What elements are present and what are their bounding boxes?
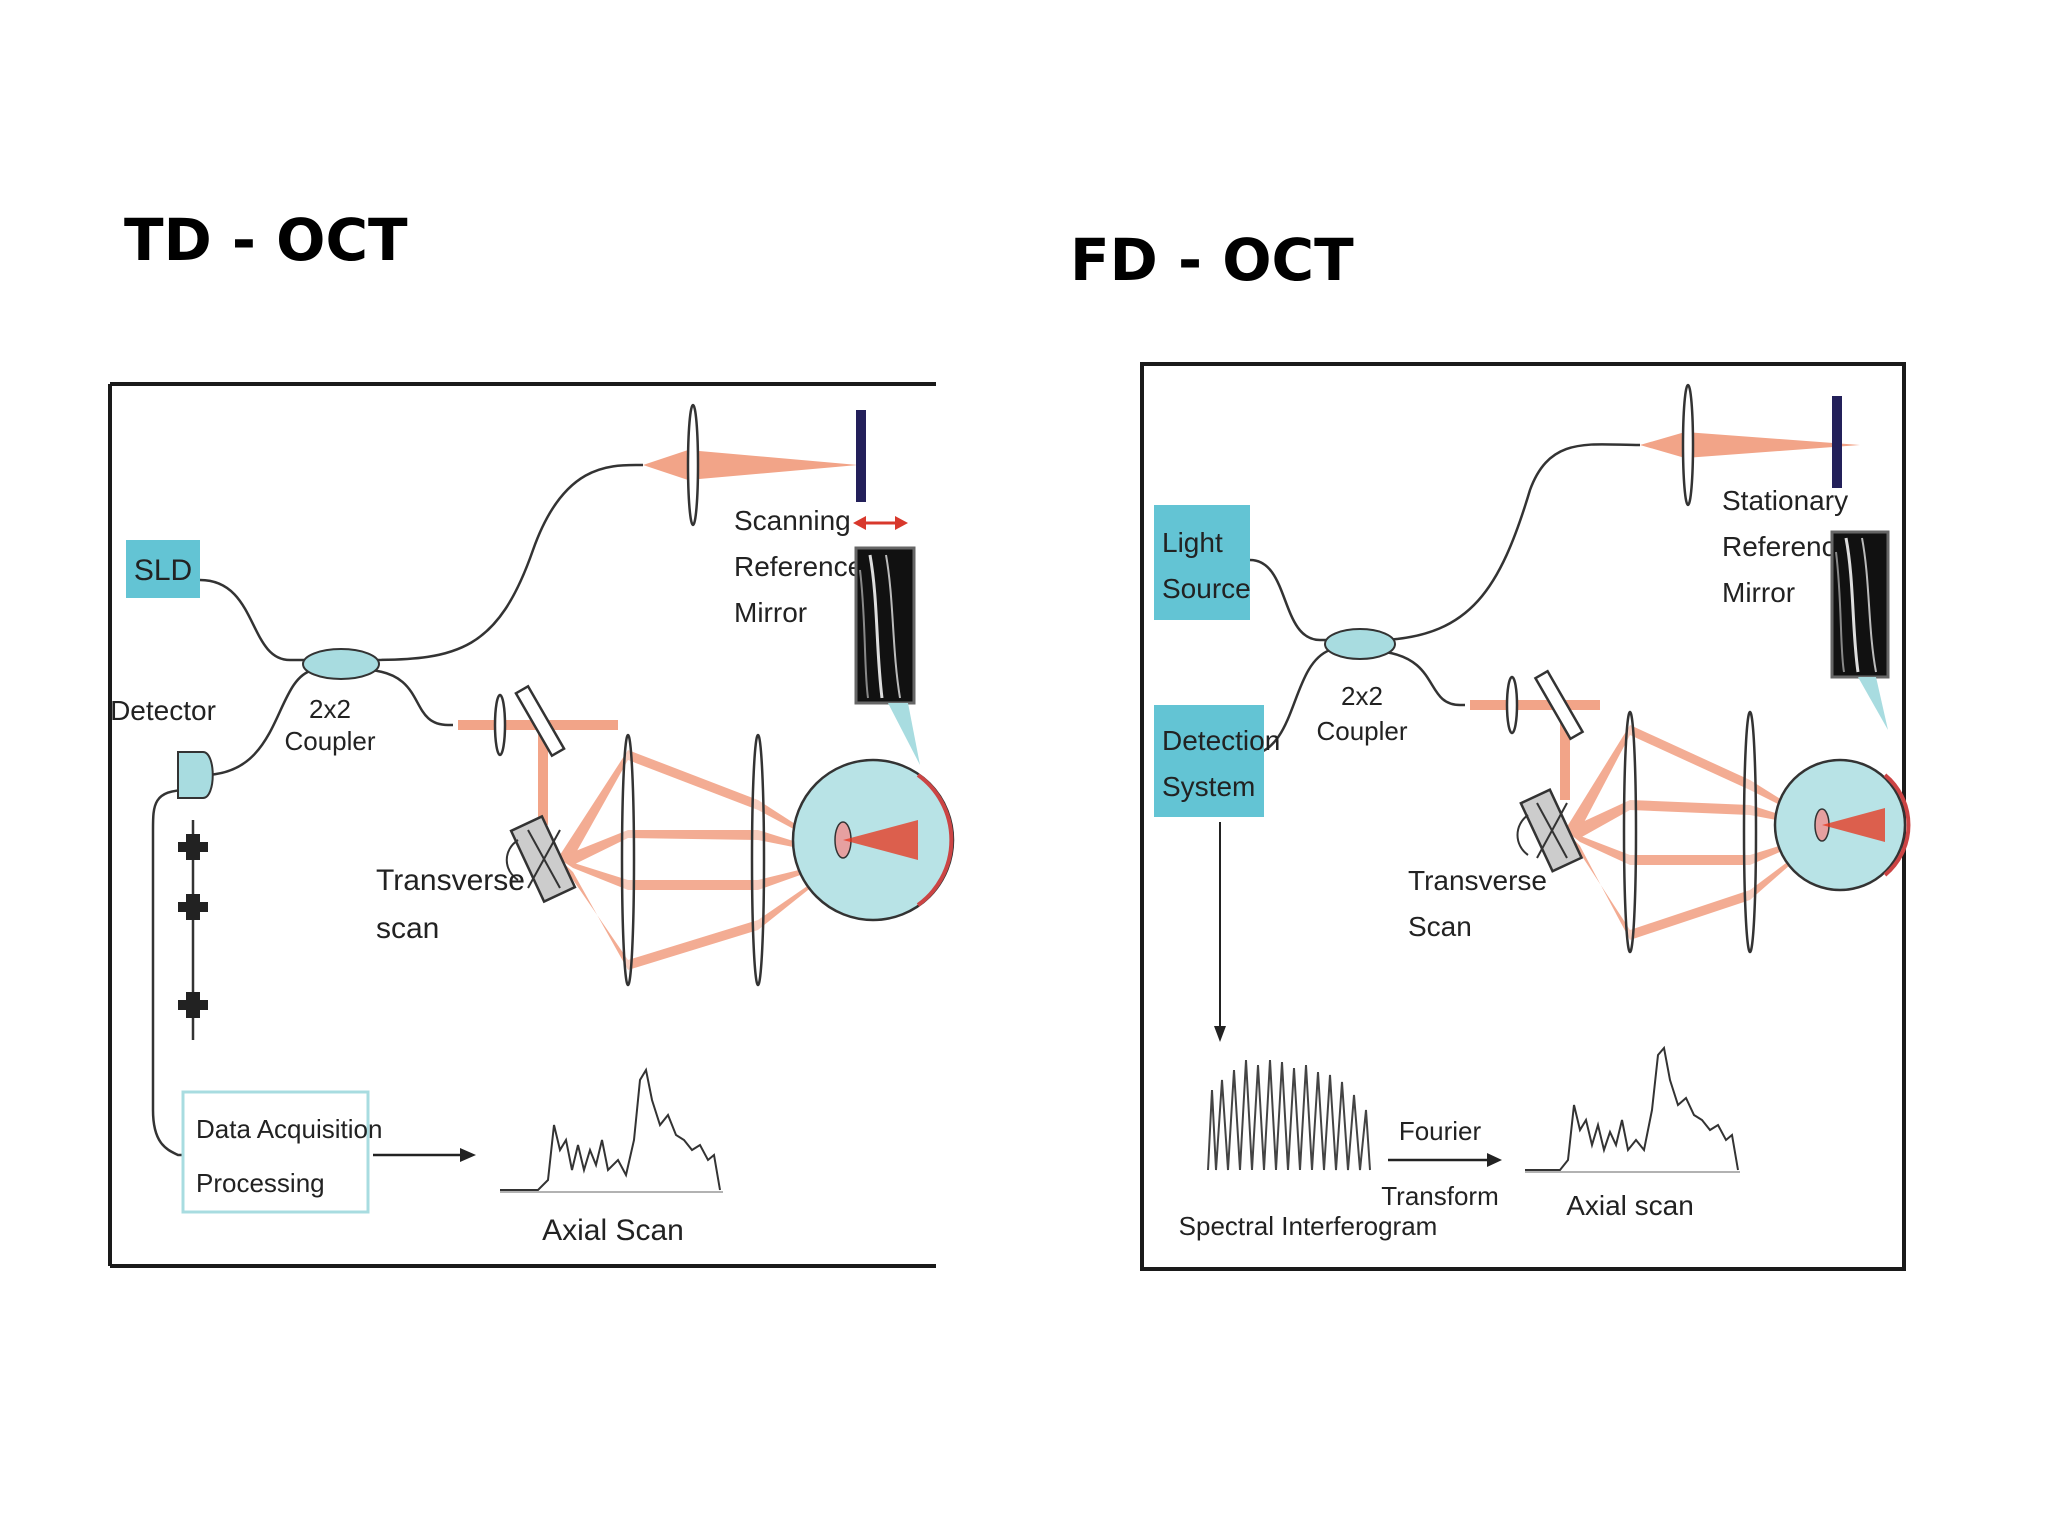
fd-fiber-reference	[1384, 443, 1641, 642]
fd-fiber-source	[1249, 558, 1330, 642]
td-galvo-scanner	[509, 814, 577, 904]
fd-detection-line1: Detection	[1162, 725, 1280, 756]
td-daq-box	[181, 1090, 370, 1214]
td-retina	[916, 773, 954, 907]
fd-coupler	[1324, 628, 1396, 660]
td-vertical-beam	[538, 725, 548, 825]
td-oct-diagram: SLD Detector 2x2 Coupler Scanning Refere…	[108, 382, 955, 1268]
td-coupler-line2: Coupler	[284, 726, 375, 756]
td-mirror-line3: Mirror	[734, 597, 807, 628]
fd-source-line1: Light	[1162, 527, 1223, 558]
td-fiber-daq	[151, 788, 189, 1157]
fd-detection-line2: System	[1162, 771, 1255, 802]
td-mirror-line2: Reference	[734, 551, 863, 582]
td-scan-lens-2	[750, 733, 766, 987]
fd-mirror-line2: Reference	[1722, 531, 1851, 562]
td-detector-label: Detector	[110, 695, 216, 726]
fd-retina-image	[1830, 530, 1890, 679]
td-daq-line1: Data Acquisition	[196, 1114, 382, 1144]
td-fiber-reference	[369, 463, 643, 662]
fd-transverse-line1: Transverse	[1408, 865, 1547, 896]
td-focus-beam	[843, 820, 918, 860]
td-frame	[108, 382, 936, 1268]
td-rotation-arrow	[505, 839, 519, 881]
td-transverse-line1: Transverse	[376, 864, 525, 897]
td-sld-label: SLD	[134, 554, 192, 587]
fd-mirror-line3: Mirror	[1722, 577, 1795, 608]
td-fold-mirror	[514, 684, 566, 758]
fd-down-arrowhead	[1214, 1026, 1226, 1042]
td-output-arrowhead	[460, 1148, 476, 1162]
td-fiber-detector	[202, 668, 314, 777]
fd-fiber-sample	[1384, 650, 1465, 707]
fd-axial-scan-plot	[1525, 1045, 1739, 1171]
td-daq-line2: Processing	[196, 1168, 325, 1198]
td-transverse-line2: scan	[376, 912, 439, 945]
td-fibers	[151, 463, 643, 1157]
td-fiber-sample	[369, 668, 453, 727]
fd-light-source-box	[1154, 505, 1250, 620]
fd-collimator-lens	[1505, 675, 1519, 735]
td-detector	[177, 751, 214, 799]
td-axial-scan-plot	[500, 1067, 721, 1191]
td-fiber-source	[199, 578, 313, 662]
td-axial-label: Axial Scan	[542, 1214, 684, 1247]
fd-reference-beam	[1640, 432, 1860, 458]
td-scan-arrow	[853, 516, 908, 530]
td-collimator-lens	[493, 693, 507, 757]
fd-callout	[1858, 677, 1888, 730]
fd-vertical-beam	[1560, 705, 1570, 800]
td-mirror-line1: Scanning	[734, 505, 851, 536]
fd-oct-diagram: Light Source Detection System 2x2 Couple…	[1140, 362, 1911, 1271]
td-scan-fan	[558, 750, 848, 970]
td-coupler-line1: 2x2	[309, 694, 351, 724]
fd-detection-system-box	[1154, 705, 1264, 817]
fd-mirror-line1: Stationary	[1722, 485, 1848, 516]
td-oct-title: TD - OCT	[124, 206, 408, 274]
fd-axial-label: Axial scan	[1566, 1190, 1694, 1221]
td-reference-lens	[686, 403, 700, 527]
fd-fourier-line1: Fourier	[1399, 1116, 1482, 1146]
td-retina-image	[854, 546, 916, 705]
fd-spectral-interferogram-plot	[1207, 1059, 1371, 1171]
fd-fold-mirror	[1533, 669, 1585, 741]
fd-stationary-mirror	[1832, 396, 1842, 488]
fd-fourier-arrowhead	[1487, 1153, 1502, 1167]
td-ground-symbols	[178, 834, 208, 1018]
td-coupler	[302, 648, 380, 680]
fd-transverse-line2: Scan	[1408, 911, 1472, 942]
fd-galvo-scanner	[1519, 788, 1584, 873]
fd-scan-lens-2	[1742, 710, 1758, 954]
fd-rotation-arrow	[1516, 814, 1529, 856]
fd-coupler-line1: 2x2	[1341, 681, 1383, 711]
fd-fibers	[1249, 443, 1641, 757]
fd-focus-beam	[1822, 808, 1885, 842]
fd-coupler-line2: Coupler	[1316, 716, 1407, 746]
fd-collimated-beam	[1470, 700, 1600, 710]
fd-source-line2: Source	[1162, 573, 1251, 604]
td-callout	[888, 703, 920, 765]
fd-scan-lens-1	[1622, 710, 1638, 954]
fd-fourier-line2: Transform	[1381, 1181, 1499, 1211]
td-scan-lens-1	[620, 733, 636, 987]
fd-interferogram-label: Spectral Interferogram	[1179, 1211, 1438, 1241]
fd-reference-lens	[1681, 383, 1695, 507]
fd-oct-title: FD - OCT	[1070, 226, 1354, 294]
fd-fiber-detection	[1249, 648, 1331, 757]
td-sld-box	[126, 540, 200, 598]
td-scanning-mirror	[856, 410, 866, 502]
fd-retina	[1883, 773, 1911, 877]
td-reference-beam	[643, 450, 858, 480]
